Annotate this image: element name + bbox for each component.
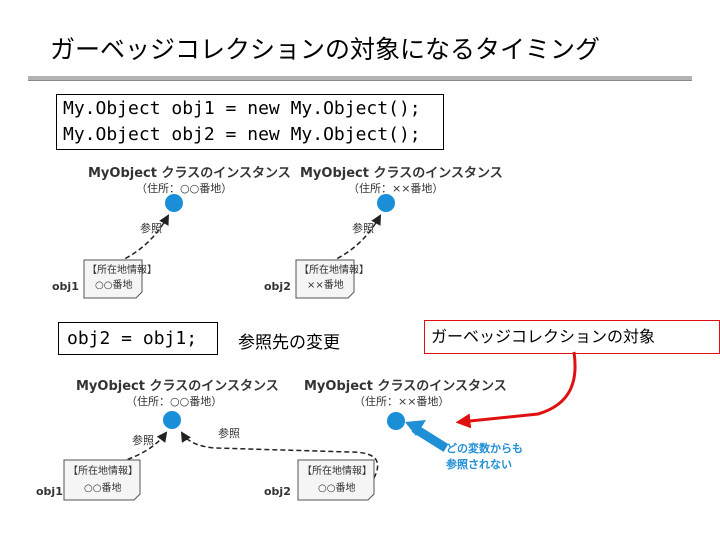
top-obj1-value: ○○番地 [95, 278, 132, 291]
bottom-obj1-name: obj1 [36, 485, 63, 498]
top-obj1-name: obj1 [52, 280, 79, 293]
bottom-reference-label-1: 参照 [132, 433, 154, 447]
unreferenced-callout-head [405, 420, 426, 436]
bottom-obj2-name: obj2 [264, 485, 291, 498]
bottom-obj1-note [63, 459, 141, 501]
top-variable-obj2: 【所在地情報】 ××番地 obj2 [264, 259, 369, 299]
top-variable-obj1: 【所在地情報】 ○○番地 obj1 [52, 259, 157, 299]
bottom-instance-2-address: （住所：××番地） [354, 394, 449, 408]
title-divider [28, 76, 692, 81]
unreferenced-callout-shaft [411, 424, 449, 452]
bottom-obj1-heading: 【所在地情報】 [68, 464, 138, 477]
bottom-instance-2: MyObject クラスのインスタンス （住所：××番地） [304, 379, 507, 430]
bottom-instance-1-address: （住所：○○番地） [126, 394, 222, 408]
bottom-instance-1-title: MyObject クラスのインスタンス [76, 379, 279, 394]
code-block: My.Object obj1 = new My.Object(); My.Obj… [56, 94, 444, 150]
top-obj2-heading: 【所在地情報】 [299, 263, 369, 276]
bottom-variable-obj1: 【所在地情報】 ○○番地 obj1 [36, 459, 141, 501]
code-line-2: My.Object obj2 = new My.Object(); [63, 124, 421, 145]
bottom-obj1-value: ○○番地 [84, 481, 121, 494]
bottom-instance-2-dot [387, 412, 405, 430]
top-obj2-name: obj2 [264, 280, 291, 293]
bottom-instance-1: MyObject クラスのインスタンス （住所：○○番地） [76, 379, 279, 429]
unreferenced-note-line-1: どの変数からも [446, 441, 523, 455]
bottom-instance-1-dot [163, 411, 181, 429]
reference-change-label: 参照先の変更 [238, 333, 340, 353]
top-reference-label-2: 参照 [352, 221, 374, 235]
bottom-reference-arrow-1 [119, 431, 168, 463]
top-reference-arrow-1 [117, 214, 170, 263]
bottom-reference-arrow-2 [180, 431, 379, 479]
top-instance-2-address: （住所：××番地） [348, 181, 443, 195]
top-instance-1-dot [165, 194, 183, 212]
bottom-obj2-note [297, 459, 375, 501]
top-obj2-note [295, 259, 355, 299]
bottom-obj2-heading: 【所在地情報】 [302, 464, 372, 477]
bottom-instance-2-title: MyObject クラスのインスタンス [304, 379, 507, 394]
top-instance-1-title: MyObject クラスのインスタンス [88, 166, 291, 181]
bottom-obj2-value: ○○番地 [318, 481, 355, 494]
bottom-variable-obj2: 【所在地情報】 ○○番地 obj2 [264, 459, 375, 501]
unreferenced-note-line-2: 参照されない [446, 457, 512, 471]
top-instance-1-address: （住所：○○番地） [136, 181, 232, 195]
bottom-reference-label-2: 参照 [218, 426, 240, 440]
top-obj1-heading: 【所在地情報】 [87, 263, 157, 276]
top-reference-arrow-2 [329, 214, 382, 263]
top-obj1-note [83, 259, 143, 299]
top-instance-2-dot [377, 194, 395, 212]
assignment-code-box: obj2 = obj1; [58, 322, 218, 355]
code-line-1: My.Object obj1 = new My.Object(); [63, 98, 421, 119]
top-reference-label-1: 参照 [140, 221, 162, 235]
gc-target-arrow [455, 351, 577, 429]
top-instance-1: MyObject クラスのインスタンス （住所：○○番地） [88, 166, 291, 212]
page-title: ガーベッジコレクションの対象になるタイミング [50, 35, 601, 64]
top-instance-2: MyObject クラスのインスタンス （住所：××番地） [300, 166, 503, 212]
top-instance-2-title: MyObject クラスのインスタンス [300, 166, 503, 181]
top-obj2-value: ××番地 [307, 278, 344, 291]
